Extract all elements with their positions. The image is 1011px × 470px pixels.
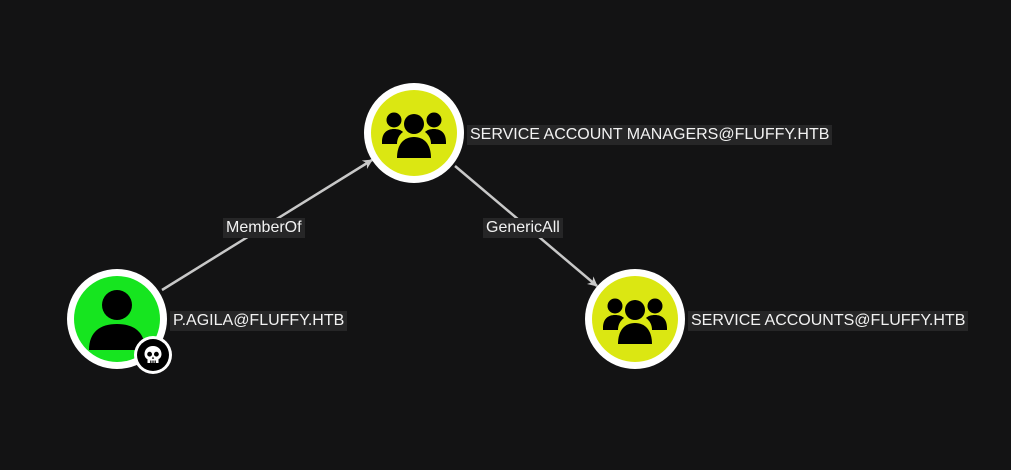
user-icon [89, 290, 145, 350]
skull-icon [144, 346, 162, 363]
owned-badge [134, 336, 172, 374]
group-icon [382, 112, 446, 158]
group-icon [603, 298, 667, 344]
node-service-accounts-fill [592, 276, 678, 362]
node-label-user[interactable]: P.AGILA@FLUFFY.HTB [170, 311, 348, 331]
node-label-service-accounts[interactable]: SERVICE ACCOUNTS@FLUFFY.HTB [688, 311, 969, 331]
node-user[interactable] [67, 269, 167, 369]
node-service-account-managers-fill [371, 90, 457, 176]
edge-label-genericall[interactable]: GenericAll [483, 218, 563, 238]
node-service-accounts[interactable] [585, 269, 685, 369]
node-service-account-managers[interactable] [364, 83, 464, 183]
edge-label-memberof[interactable]: MemberOf [223, 218, 305, 238]
node-label-service-account-managers[interactable]: SERVICE ACCOUNT MANAGERS@FLUFFY.HTB [467, 125, 833, 145]
